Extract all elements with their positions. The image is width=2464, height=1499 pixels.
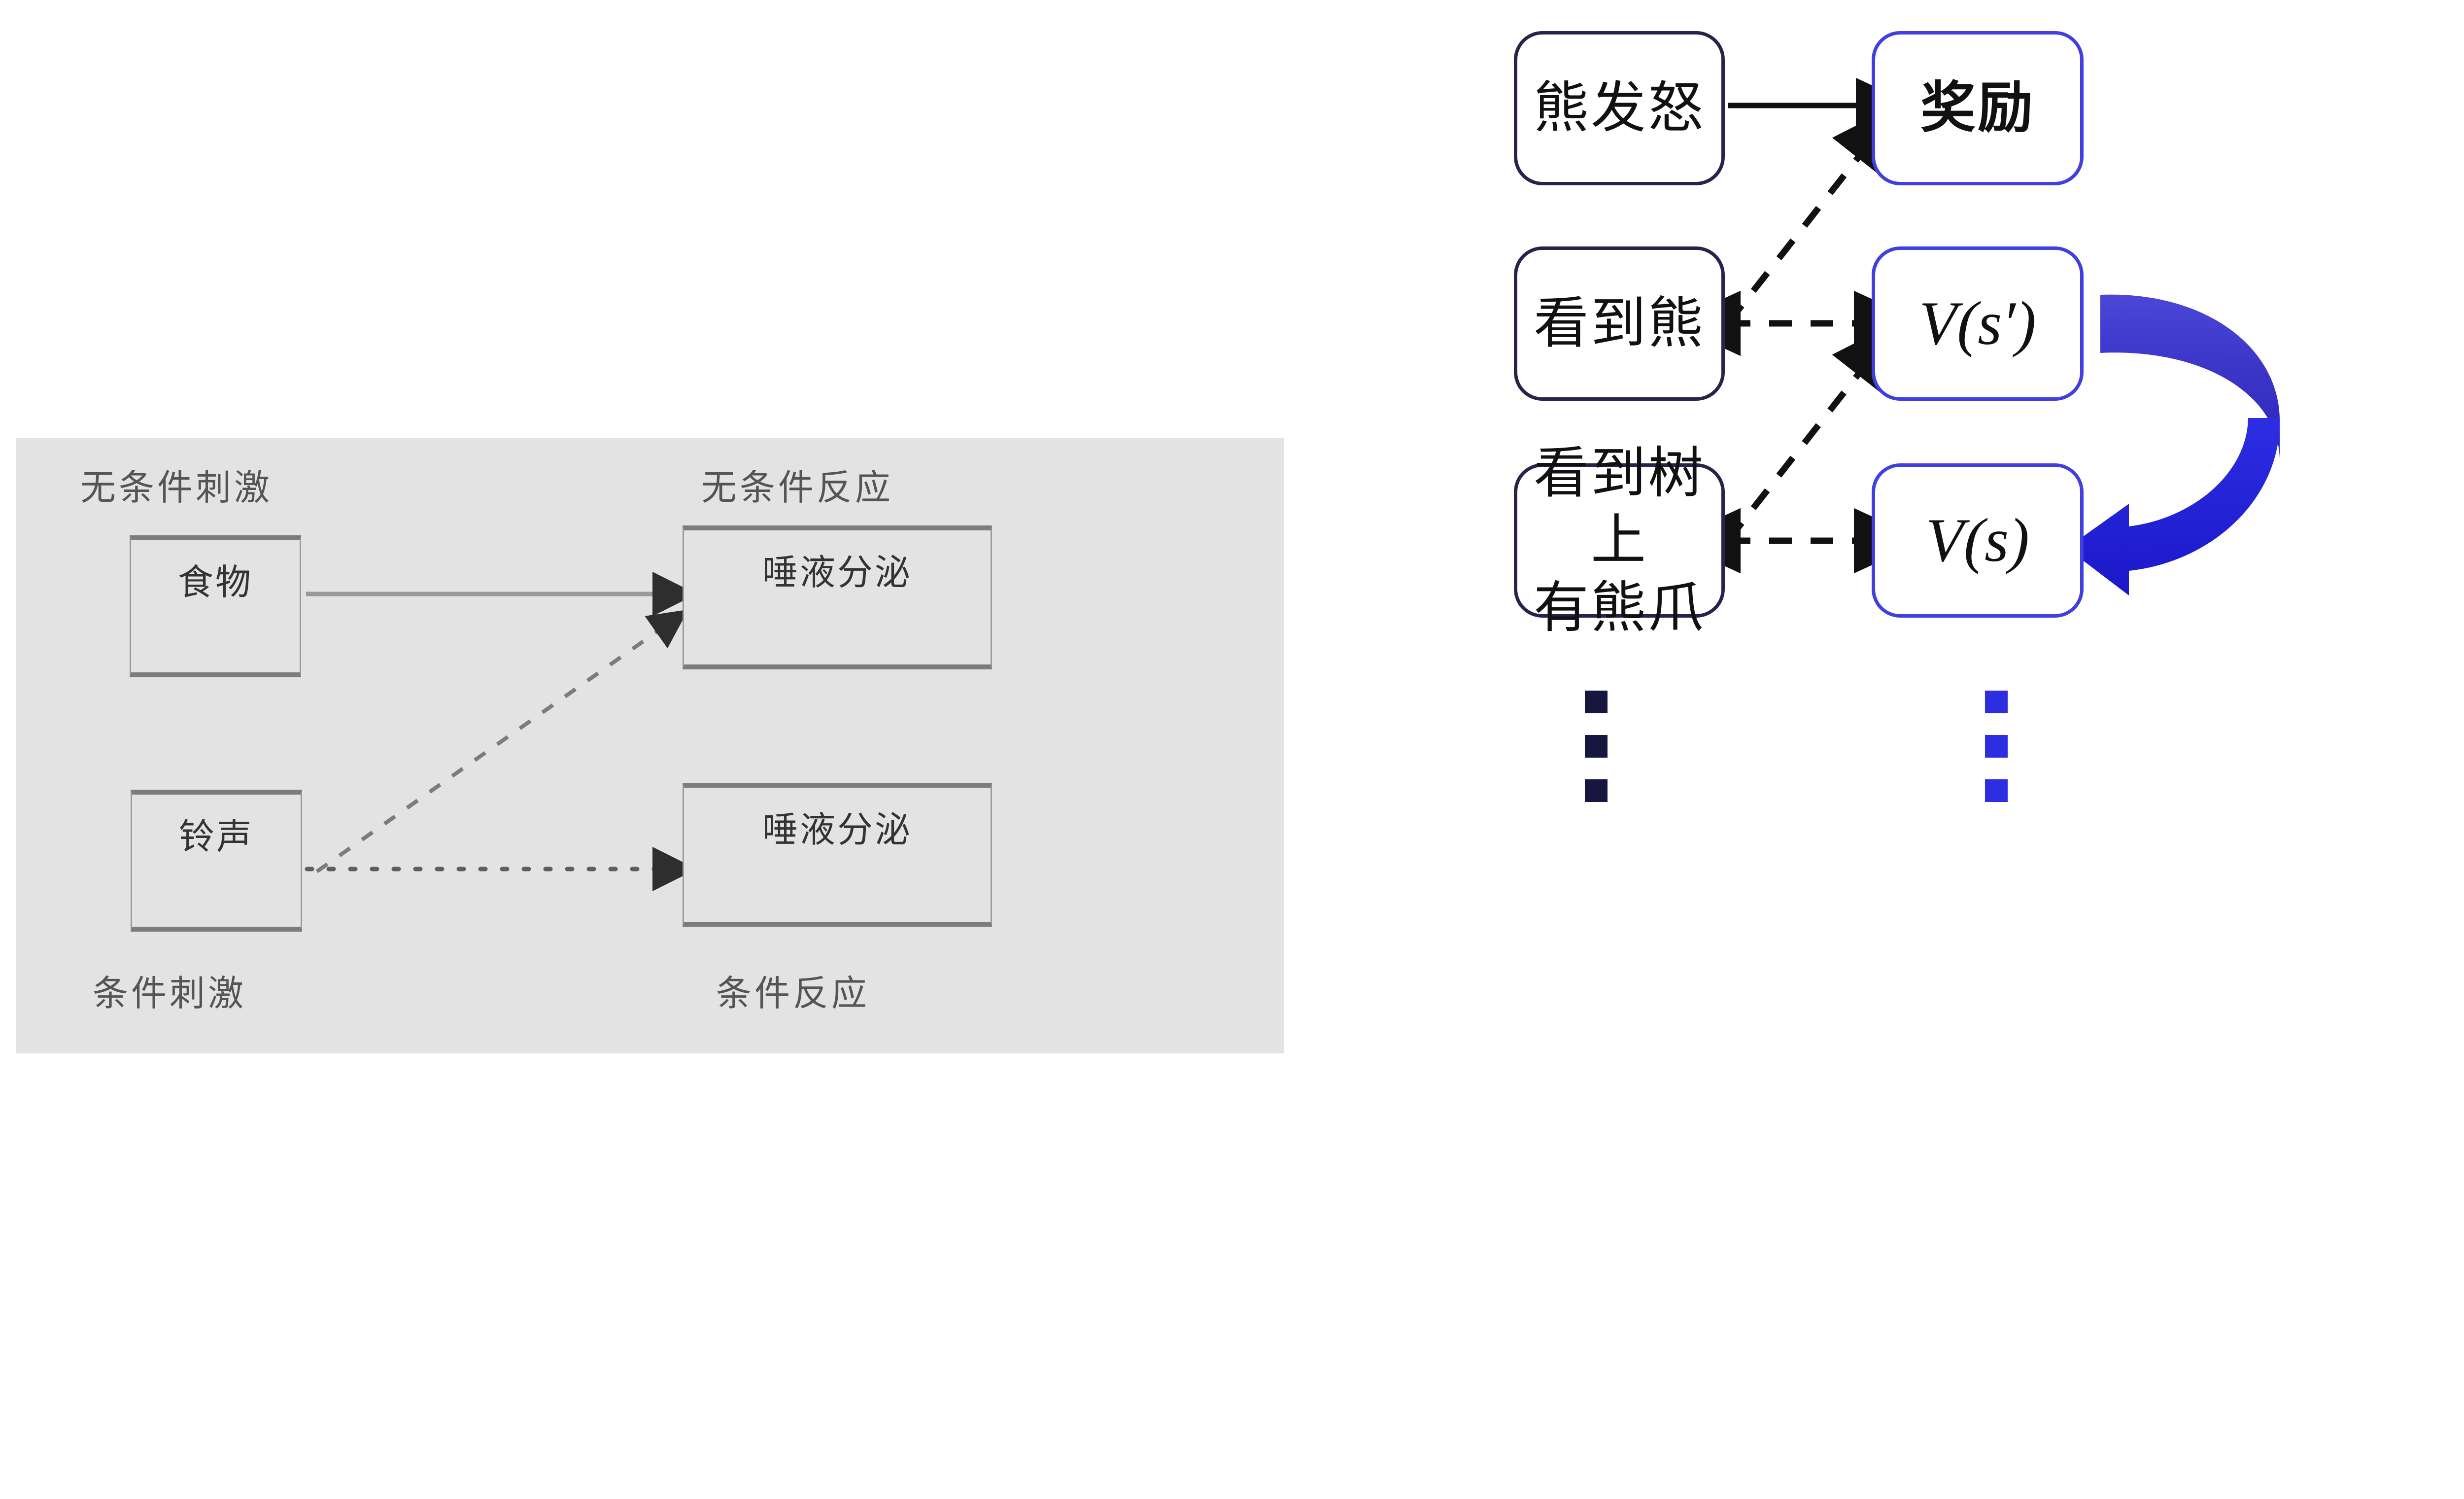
edge-see-bear-to-reward [1725, 103, 1902, 326]
box-bell-label: 铃声 [178, 817, 254, 857]
classical-conditioning-arrows [305, 572, 697, 891]
node-bear-angry[interactable]: 熊发怒 [1514, 31, 1725, 185]
box-salivation-2-label: 唾液分泌 [762, 810, 912, 850]
ellipsis-dot [1585, 735, 1608, 758]
td-learning-panel: 熊发怒 看到熊 看到树上有熊爪 奖励 V(s′) V(s) [1454, 0, 2464, 1499]
classical-conditioning-panel: 无条件刺激 无条件反应 条件刺激 条件反应 食物 铃声 唾液分泌 唾液分泌 [16, 438, 1284, 1053]
ellipsis-states [1585, 691, 1608, 802]
label-conditioned-response: 条件反应 [716, 974, 870, 1013]
arrow-bell-diagonal [315, 609, 688, 873]
ellipsis-dot [1585, 691, 1608, 713]
node-v-s-prime-label: V(s′) [1919, 289, 2036, 358]
label-unconditioned-stimulus: 无条件刺激 [80, 468, 273, 508]
label-unconditioned-response: 无条件反应 [701, 468, 894, 508]
node-see-bear-label: 看到熊 [1534, 292, 1705, 354]
box-food: 食物 [130, 535, 301, 677]
node-see-claw-label: 看到树上有熊爪 [1517, 440, 1721, 642]
box-bell: 铃声 [131, 790, 302, 932]
node-see-claw-line2: 有熊爪 [1534, 576, 1705, 638]
box-salivation-unconditioned: 唾液分泌 [683, 525, 992, 669]
node-v-s[interactable]: V(s) [1872, 463, 2084, 618]
box-salivation-conditioned: 唾液分泌 [683, 783, 992, 927]
node-reward-label: 奖励 [1920, 77, 2035, 139]
box-food-label: 食物 [177, 563, 253, 602]
ellipsis-dot [1585, 779, 1608, 802]
ellipsis-values [1985, 691, 2008, 802]
node-reward[interactable]: 奖励 [1872, 31, 2084, 185]
node-see-claw[interactable]: 看到树上有熊爪 [1514, 442, 1725, 638]
node-v-s-prime[interactable]: V(s′) [1872, 246, 2084, 401]
ellipsis-dot [1985, 691, 2008, 713]
value-update-loop-arrow [2067, 294, 2280, 595]
ellipsis-dot [1985, 735, 2008, 758]
node-see-bear[interactable]: 看到熊 [1514, 246, 1725, 401]
node-v-s-label: V(s) [1926, 506, 2029, 575]
node-see-claw-line1: 看到树上 [1534, 442, 1705, 571]
node-bear-angry-label: 熊发怒 [1534, 77, 1705, 139]
ellipsis-dot [1985, 779, 2008, 802]
edge-see-claw-to-v-s-prime [1725, 319, 1902, 543]
label-conditioned-stimulus: 条件刺激 [93, 974, 247, 1013]
box-salivation-1-label: 唾液分泌 [762, 553, 912, 593]
